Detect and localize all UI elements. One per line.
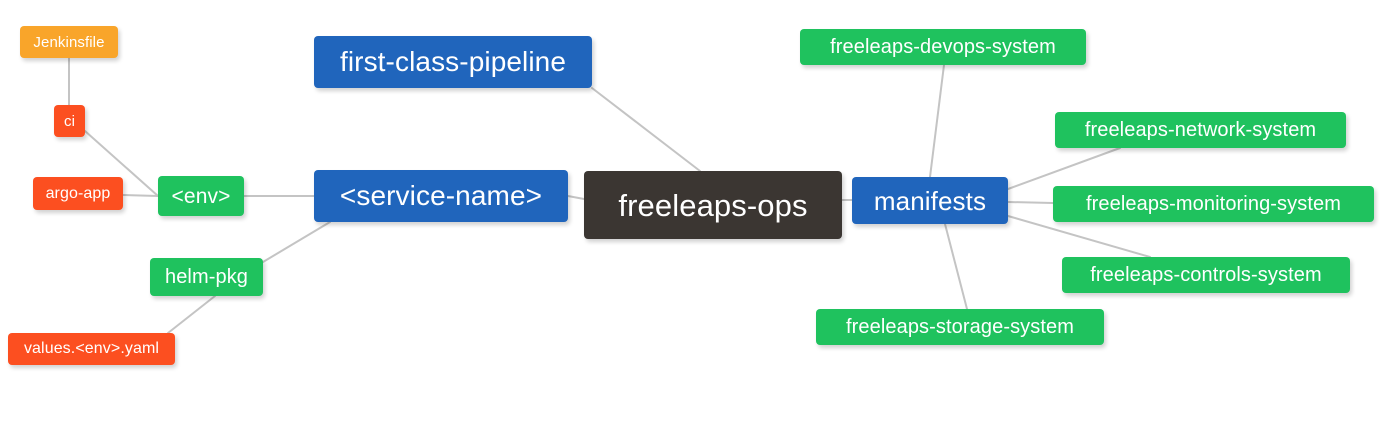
node-service-name[interactable]: <service-name>: [314, 170, 568, 222]
node-label-argo-app: argo-app: [45, 184, 111, 202]
node-label-freeleaps-ops: freeleaps-ops: [618, 187, 808, 223]
node-label-manifests: manifests: [873, 185, 987, 216]
edge-argo-app-to-env: [122, 194, 159, 197]
node-label-freeleaps-storage-system: freeleaps-storage-system: [845, 316, 1075, 338]
node-ci[interactable]: ci: [54, 105, 85, 137]
node-first-class-pipeline[interactable]: first-class-pipeline: [314, 36, 592, 88]
node-freeleaps-storage-system[interactable]: freeleaps-storage-system: [816, 309, 1104, 345]
node-label-freeleaps-devops-system: freeleaps-devops-system: [830, 36, 1056, 58]
node-freeleaps-devops-system[interactable]: freeleaps-devops-system: [800, 29, 1086, 65]
node-label-helm-pkg: helm-pkg: [164, 266, 249, 288]
node-label-env: <env>: [171, 184, 231, 208]
node-freeleaps-monitoring-system[interactable]: freeleaps-monitoring-system: [1053, 186, 1374, 222]
node-values-yaml[interactable]: values.<env>.yaml: [8, 333, 175, 365]
edge-manifests-to-freeleaps-monitoring-system: [1007, 201, 1054, 204]
node-freeleaps-ops[interactable]: freeleaps-ops: [584, 171, 842, 239]
node-label-jenkinsfile: Jenkinsfile: [33, 33, 105, 51]
node-label-freeleaps-monitoring-system: freeleaps-monitoring-system: [1085, 193, 1341, 215]
edge-manifests-to-freeleaps-devops-system: [929, 64, 945, 178]
edge-service-name-to-freeleaps-ops: [567, 195, 585, 200]
node-argo-app[interactable]: argo-app: [33, 177, 123, 210]
edge-manifests-to-freeleaps-network-system: [1007, 147, 1121, 190]
node-helm-pkg[interactable]: helm-pkg: [150, 258, 263, 296]
node-label-service-name: <service-name>: [339, 180, 543, 211]
node-env[interactable]: <env>: [158, 176, 244, 216]
node-freeleaps-controls-system[interactable]: freeleaps-controls-system: [1062, 257, 1350, 293]
node-freeleaps-network-system[interactable]: freeleaps-network-system: [1055, 112, 1346, 148]
node-label-first-class-pipeline: first-class-pipeline: [339, 46, 567, 77]
edge-manifests-to-freeleaps-controls-system: [1007, 215, 1151, 258]
node-label-values-yaml: values.<env>.yaml: [23, 340, 160, 357]
node-label-freeleaps-controls-system: freeleaps-controls-system: [1090, 264, 1322, 286]
node-manifests[interactable]: manifests: [852, 177, 1008, 224]
edge-manifests-to-freeleaps-storage-system: [944, 223, 968, 310]
edge-first-class-pipeline-to-freeleaps-ops: [591, 87, 701, 172]
node-jenkinsfile[interactable]: Jenkinsfile: [20, 26, 118, 58]
node-label-ci: ci: [63, 112, 76, 130]
node-label-freeleaps-network-system: freeleaps-network-system: [1084, 119, 1317, 141]
edge-values-yaml-to-helm-pkg: [167, 295, 216, 334]
edge-helm-pkg-to-service-name: [262, 221, 331, 263]
